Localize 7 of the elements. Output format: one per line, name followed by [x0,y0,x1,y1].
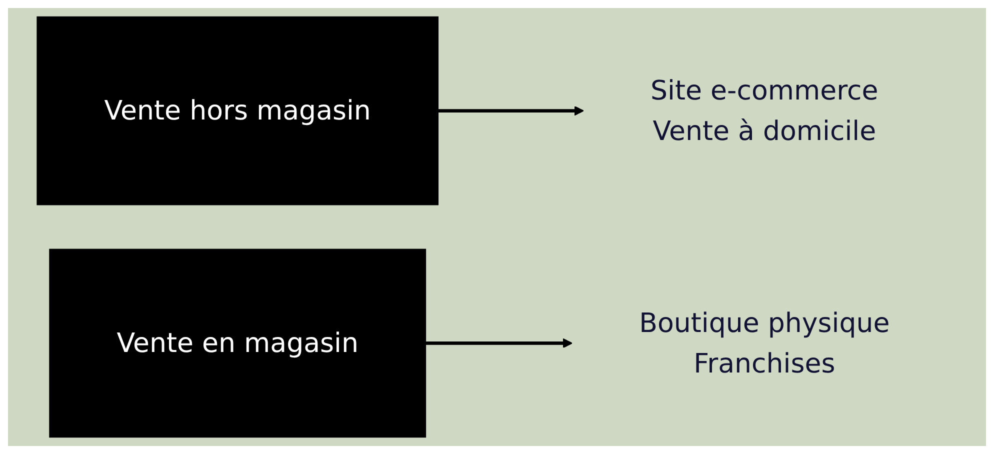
node-box [49,248,426,438]
arrow [438,106,584,116]
arrow [426,338,572,348]
node-text: Site e-commerce Vente à domicile [650,75,878,147]
node-box [36,16,439,206]
node-text: Boutique physique Franchises [639,307,890,379]
flowchart: Vente hors magasin Site e-commerce Vente à domicile Vente en magasin Boutique physique Franchises [8,8,986,446]
